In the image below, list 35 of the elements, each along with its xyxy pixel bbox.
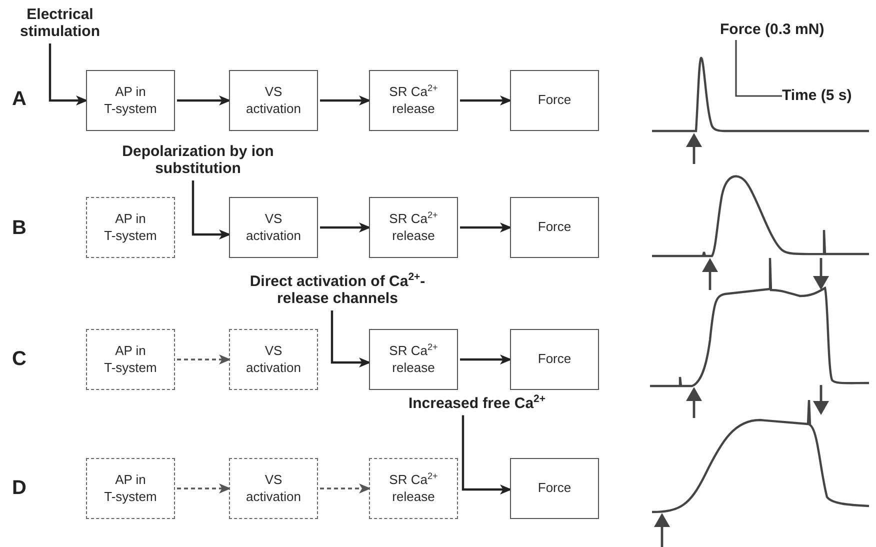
arrow bbox=[177, 484, 231, 494]
bypassed-step-box: SR Ca$^{2+}$ release bbox=[369, 458, 458, 519]
panel-letter: C bbox=[12, 348, 26, 371]
panel-letter: B bbox=[12, 217, 26, 240]
arrow bbox=[320, 96, 371, 106]
arrow bbox=[320, 222, 371, 232]
scale-label: Time (5 s) bbox=[782, 87, 852, 104]
arrow bbox=[177, 354, 231, 364]
arrow bbox=[48, 44, 88, 106]
bypassed-step-box: AP in T-system bbox=[86, 197, 175, 258]
process-box: SR Ca$^{2+}$ release bbox=[369, 197, 458, 258]
panel-letter: D bbox=[12, 477, 26, 500]
process-box: SR Ca$^{2+}$ release bbox=[369, 329, 458, 390]
process-box: Force bbox=[510, 458, 599, 519]
bypassed-step-box: AP in T-system bbox=[86, 458, 175, 519]
arrow bbox=[460, 96, 512, 106]
process-box: Force bbox=[510, 197, 599, 258]
bypassed-step-box: VS activation bbox=[229, 329, 318, 390]
panel-letter: A bbox=[12, 88, 26, 111]
bypassed-step-box: VS activation bbox=[229, 458, 318, 519]
process-box: AP in T-system bbox=[86, 70, 175, 131]
process-box: VS activation bbox=[229, 70, 318, 131]
arrow bbox=[460, 354, 512, 364]
process-box: Force bbox=[510, 70, 599, 131]
arrow bbox=[320, 484, 371, 494]
arrow bbox=[462, 415, 512, 494]
bypassed-step-box: AP in T-system bbox=[86, 329, 175, 390]
arrow bbox=[177, 96, 231, 106]
arrow bbox=[460, 222, 512, 232]
process-box: Force bbox=[510, 329, 599, 390]
arrow bbox=[330, 310, 371, 368]
scale-label: Force (0.3 mN) bbox=[720, 21, 824, 38]
process-box: VS activation bbox=[229, 197, 318, 258]
arrow bbox=[192, 180, 231, 240]
process-box: SR Ca$^{2+}$ release bbox=[369, 70, 458, 131]
